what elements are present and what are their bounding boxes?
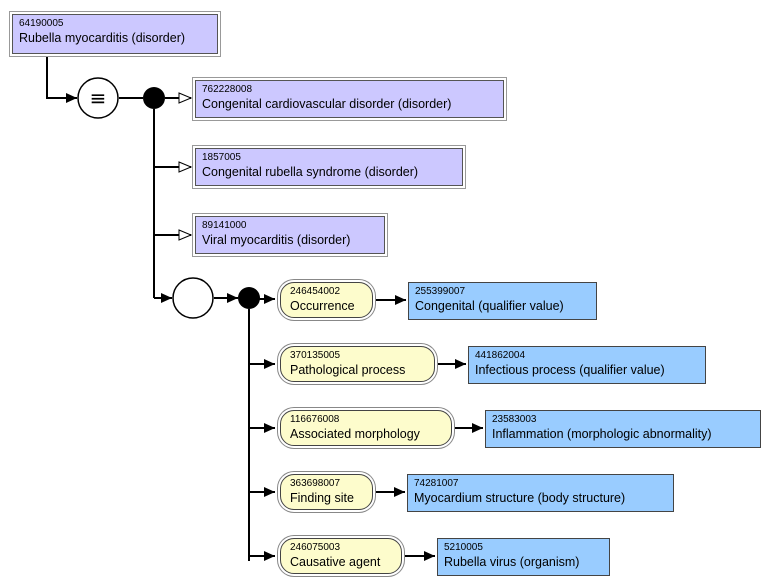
concept-term: Inflammation (morphologic abnormality) [492,427,712,441]
attribute-value-concept[interactable]: 23583003 Inflammation (morphologic abnor… [485,410,761,448]
attribute-id: 370135005 [290,350,341,361]
concept-term: Infectious process (qualifier value) [475,363,665,377]
attribute-term: Finding site [290,491,354,505]
concept-id: 441862004 [475,350,526,361]
concept-id: 762228008 [202,84,253,95]
attribute-name[interactable]: 370135005 Pathological process [280,346,435,382]
attribute-name[interactable]: 363698007 Finding site [280,474,373,510]
concept-term: Viral myocarditis (disorder) [202,233,351,247]
concept-id: 1857005 [202,152,241,163]
concept-term: Rubella myocarditis (disorder) [19,31,186,45]
equivalence-symbol: ≡ [90,86,107,110]
concept-id: 89141000 [202,220,247,231]
concept-term: Congenital (qualifier value) [415,299,564,313]
attribute-name[interactable]: 246075003 Causative agent [280,538,402,574]
attribute-id: 116676008 [290,414,340,425]
attribute-group-node [172,277,214,319]
attribute-id: 246454002 [290,286,341,297]
attribute-value-concept[interactable]: 441862004 Infectious process (qualifier … [468,346,706,384]
concept-term: Congenital cardiovascular disorder (diso… [202,97,452,111]
focus-connector [46,56,77,103]
parent-concept[interactable]: 1857005 Congenital rubella syndrome (dis… [192,145,466,189]
concept-term: Congenital rubella syndrome (disorder) [202,165,419,179]
attribute-value-concept[interactable]: 255399007 Congenital (qualifier value) [408,282,597,320]
attribute-id: 246075003 [290,542,341,553]
attribute-name[interactable]: 246454002 Occurrence [280,282,373,318]
focus-concept[interactable]: 64190005 Rubella myocarditis (disorder) [9,11,221,57]
conjunction-node [143,87,165,109]
concept-id: 64190005 [19,18,64,29]
attribute-value-concept[interactable]: 5210005 Rubella virus (organism) [437,538,610,576]
concept-term: Rubella virus (organism) [444,555,580,569]
concept-id: 74281007 [414,478,459,489]
concept-term: Myocardium structure (body structure) [414,491,626,505]
attribute-term: Pathological process [290,363,406,377]
attribute-name[interactable]: 116676008 Associated morphology [280,410,452,446]
group-conjunction-node [238,287,260,309]
attribute-term: Associated morphology [290,427,420,441]
parent-concept[interactable]: 89141000 Viral myocarditis (disorder) [192,213,388,257]
concept-id: 5210005 [444,542,483,553]
attribute-id: 363698007 [290,478,341,489]
attribute-term: Causative agent [290,555,381,569]
definition-operator-node: ≡ [77,77,119,119]
attribute-term: Occurrence [290,299,355,313]
parent-concept[interactable]: 762228008 Congenital cardiovascular diso… [192,77,507,121]
attribute-value-concept[interactable]: 74281007 Myocardium structure (body stru… [407,474,674,512]
concept-id: 23583003 [492,414,537,425]
concept-id: 255399007 [415,286,466,297]
